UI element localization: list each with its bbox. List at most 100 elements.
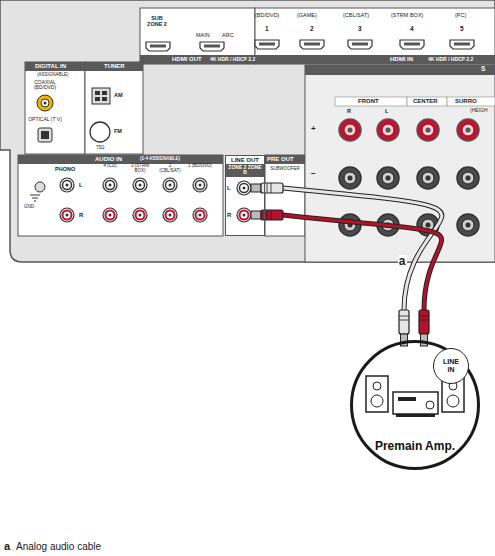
hdmi-ports bbox=[348, 40, 372, 49]
audio-in-jacks bbox=[193, 208, 207, 222]
panel-label: 3 (STRM BOX) bbox=[128, 164, 152, 173]
rca-plug bbox=[251, 184, 261, 192]
tuner-terminals bbox=[95, 91, 100, 95]
panel-label: AUDIO IN bbox=[95, 156, 122, 162]
panel-label: SURRO bbox=[455, 98, 477, 104]
audio-cable bbox=[251, 183, 442, 346]
audio-in-jacks bbox=[133, 178, 147, 192]
audio-in-jacks bbox=[163, 178, 177, 192]
premain-illustration bbox=[371, 395, 383, 407]
panel-label: GND bbox=[24, 205, 34, 210]
panel-label: (GAME) bbox=[297, 13, 317, 19]
premain-illustration bbox=[393, 392, 438, 414]
node-text: ZONE 2 ZONE B bbox=[226, 164, 264, 177]
audio-in-jacks bbox=[60, 178, 74, 192]
panel-label: MAIN bbox=[196, 33, 210, 39]
speaker-terminals bbox=[339, 167, 361, 189]
panel-label: 2 (CBL/SAT) bbox=[158, 164, 182, 173]
tuner-terminals bbox=[90, 88, 110, 142]
node-text: LINE OUT bbox=[226, 156, 264, 164]
audio-in-jacks bbox=[133, 208, 147, 222]
line-out-jacks bbox=[237, 208, 251, 222]
panel-label: (ASSIGNABLE) bbox=[37, 73, 69, 78]
cable-legend: a bbox=[4, 541, 10, 553]
panel-label: (1-4 ASSIGNABLE) bbox=[140, 157, 180, 162]
rca-plug bbox=[419, 316, 429, 320]
audio-in-jacks bbox=[103, 178, 117, 192]
audio-in-jacks bbox=[35, 182, 45, 192]
panel-label: FRONT bbox=[358, 98, 379, 104]
tuner-terminals bbox=[102, 91, 107, 95]
cable-wire bbox=[283, 215, 442, 310]
panel-label: R bbox=[347, 109, 351, 115]
panel-label: SUBWOOFER bbox=[266, 167, 304, 172]
panel-body bbox=[140, 55, 495, 64]
panel-label: 2 bbox=[310, 26, 314, 33]
line-out-jacks bbox=[237, 181, 251, 195]
audio-in-jacks bbox=[30, 178, 207, 222]
panel-label: CENTER bbox=[413, 98, 438, 104]
cable-wire bbox=[283, 188, 442, 310]
panel-label: R bbox=[79, 212, 83, 218]
line-out-section: LINE OUTZONE 2 ZONE B bbox=[225, 155, 265, 236]
panel-label: 1 bbox=[265, 26, 269, 33]
tuner-terminals bbox=[90, 122, 110, 142]
rca-plug bbox=[251, 211, 261, 219]
digital-jacks bbox=[38, 128, 52, 142]
audio-in-jacks bbox=[30, 195, 40, 201]
panel-body bbox=[447, 97, 495, 106]
digital-jacks bbox=[37, 95, 53, 111]
panel-body bbox=[85, 62, 143, 71]
panel-body bbox=[0, 0, 495, 262]
speaker-terminals bbox=[339, 119, 479, 236]
speaker-terminals bbox=[377, 119, 399, 141]
panel-label: 3 bbox=[358, 26, 362, 33]
panel-label: 1 (BD/DVD) bbox=[188, 164, 212, 169]
panel-body bbox=[18, 155, 223, 236]
panel-label: 4 bbox=[410, 26, 414, 33]
line-in-bubble: LINE IN bbox=[433, 348, 469, 384]
panel-label: (STRM BOX) bbox=[391, 13, 423, 19]
panel-body bbox=[335, 97, 407, 106]
hdmi-ports bbox=[255, 40, 279, 49]
panel-label: + bbox=[311, 125, 316, 133]
panel-label: PRE OUT bbox=[267, 156, 294, 162]
hdmi-ports bbox=[146, 40, 474, 51]
cable-wire bbox=[283, 215, 442, 310]
panel-label: PHONO bbox=[55, 167, 75, 173]
panel-body bbox=[305, 65, 495, 262]
panel-label: L bbox=[227, 185, 231, 191]
speaker-terminals bbox=[339, 119, 361, 141]
panel-body bbox=[305, 65, 495, 75]
digital-jacks bbox=[44, 102, 47, 105]
digital-jacks bbox=[41, 131, 49, 139]
panel-label: (PC) bbox=[455, 13, 466, 19]
line-out-jacks bbox=[237, 181, 251, 222]
node-text: LINE IN bbox=[439, 358, 463, 373]
rca-plug bbox=[399, 316, 409, 320]
speaker-terminals bbox=[417, 167, 439, 189]
panel-body bbox=[85, 62, 143, 154]
audio-in-jacks bbox=[163, 208, 177, 222]
audio-in-jacks bbox=[60, 208, 74, 222]
tuner-terminals bbox=[92, 88, 110, 104]
premain-amp-circle: Premain Amp.LINE IN bbox=[350, 340, 480, 470]
panel-body bbox=[0, 0, 495, 262]
panel-label: (HEIGH bbox=[470, 108, 488, 113]
panel-label: (CBL/SAT) bbox=[343, 13, 369, 19]
speaker-terminals bbox=[377, 167, 399, 189]
cable-legend: Analog audio cable bbox=[16, 542, 101, 553]
panel-label: L bbox=[79, 182, 83, 188]
panel-label: R bbox=[227, 212, 231, 218]
panel-body bbox=[225, 155, 265, 236]
premain-illustration bbox=[398, 397, 416, 401]
speaker-terminals bbox=[457, 167, 479, 189]
premain-illustration bbox=[426, 401, 434, 409]
panel-body bbox=[407, 97, 447, 106]
panel-body bbox=[25, 62, 85, 154]
panel-label: L bbox=[385, 109, 388, 115]
panel-label: (BD/DVD) bbox=[255, 13, 279, 19]
rca-plug bbox=[267, 183, 271, 193]
